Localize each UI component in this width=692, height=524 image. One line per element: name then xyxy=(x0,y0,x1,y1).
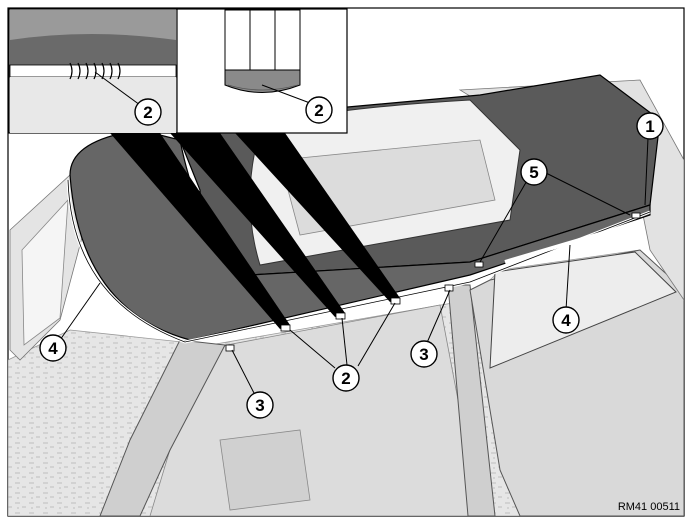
svg-text:2: 2 xyxy=(143,103,152,122)
callout-2-inset-right: 2 xyxy=(305,96,333,124)
callout-4-left: 4 xyxy=(39,334,67,362)
clip-ribs xyxy=(69,62,121,80)
leader-wedge-2 xyxy=(170,133,345,317)
leader-wedge-3 xyxy=(235,133,400,302)
svg-text:4: 4 xyxy=(48,339,58,358)
callout-3-right: 3 xyxy=(410,340,438,368)
callout-1: 1 xyxy=(636,112,664,140)
callout-2-inset-left: 2 xyxy=(134,98,162,126)
callout-4-right: 4 xyxy=(552,306,580,334)
side-window-right xyxy=(489,251,677,369)
callout-2-main: 2 xyxy=(332,364,360,392)
roof-moulding-right xyxy=(504,223,631,264)
reference-code: RM41 00511 xyxy=(618,501,680,513)
callout-5: 5 xyxy=(520,158,548,186)
roof-edge-outline xyxy=(67,179,651,343)
svg-text:3: 3 xyxy=(255,396,264,415)
svg-text:2: 2 xyxy=(341,369,350,388)
rear-window-opening xyxy=(21,198,69,346)
svg-text:2: 2 xyxy=(314,101,323,120)
callout-3-left: 3 xyxy=(246,391,274,419)
leader-lines xyxy=(59,71,649,396)
leader-wedge-1 xyxy=(110,133,290,329)
svg-text:1: 1 xyxy=(645,117,654,136)
svg-text:5: 5 xyxy=(529,163,538,182)
svg-text:3: 3 xyxy=(419,345,428,364)
svg-text:4: 4 xyxy=(561,311,571,330)
c-pillar-left xyxy=(99,339,226,516)
inset-left xyxy=(8,8,178,134)
clip-markers xyxy=(225,212,641,352)
rear-seat-mount xyxy=(219,429,311,511)
